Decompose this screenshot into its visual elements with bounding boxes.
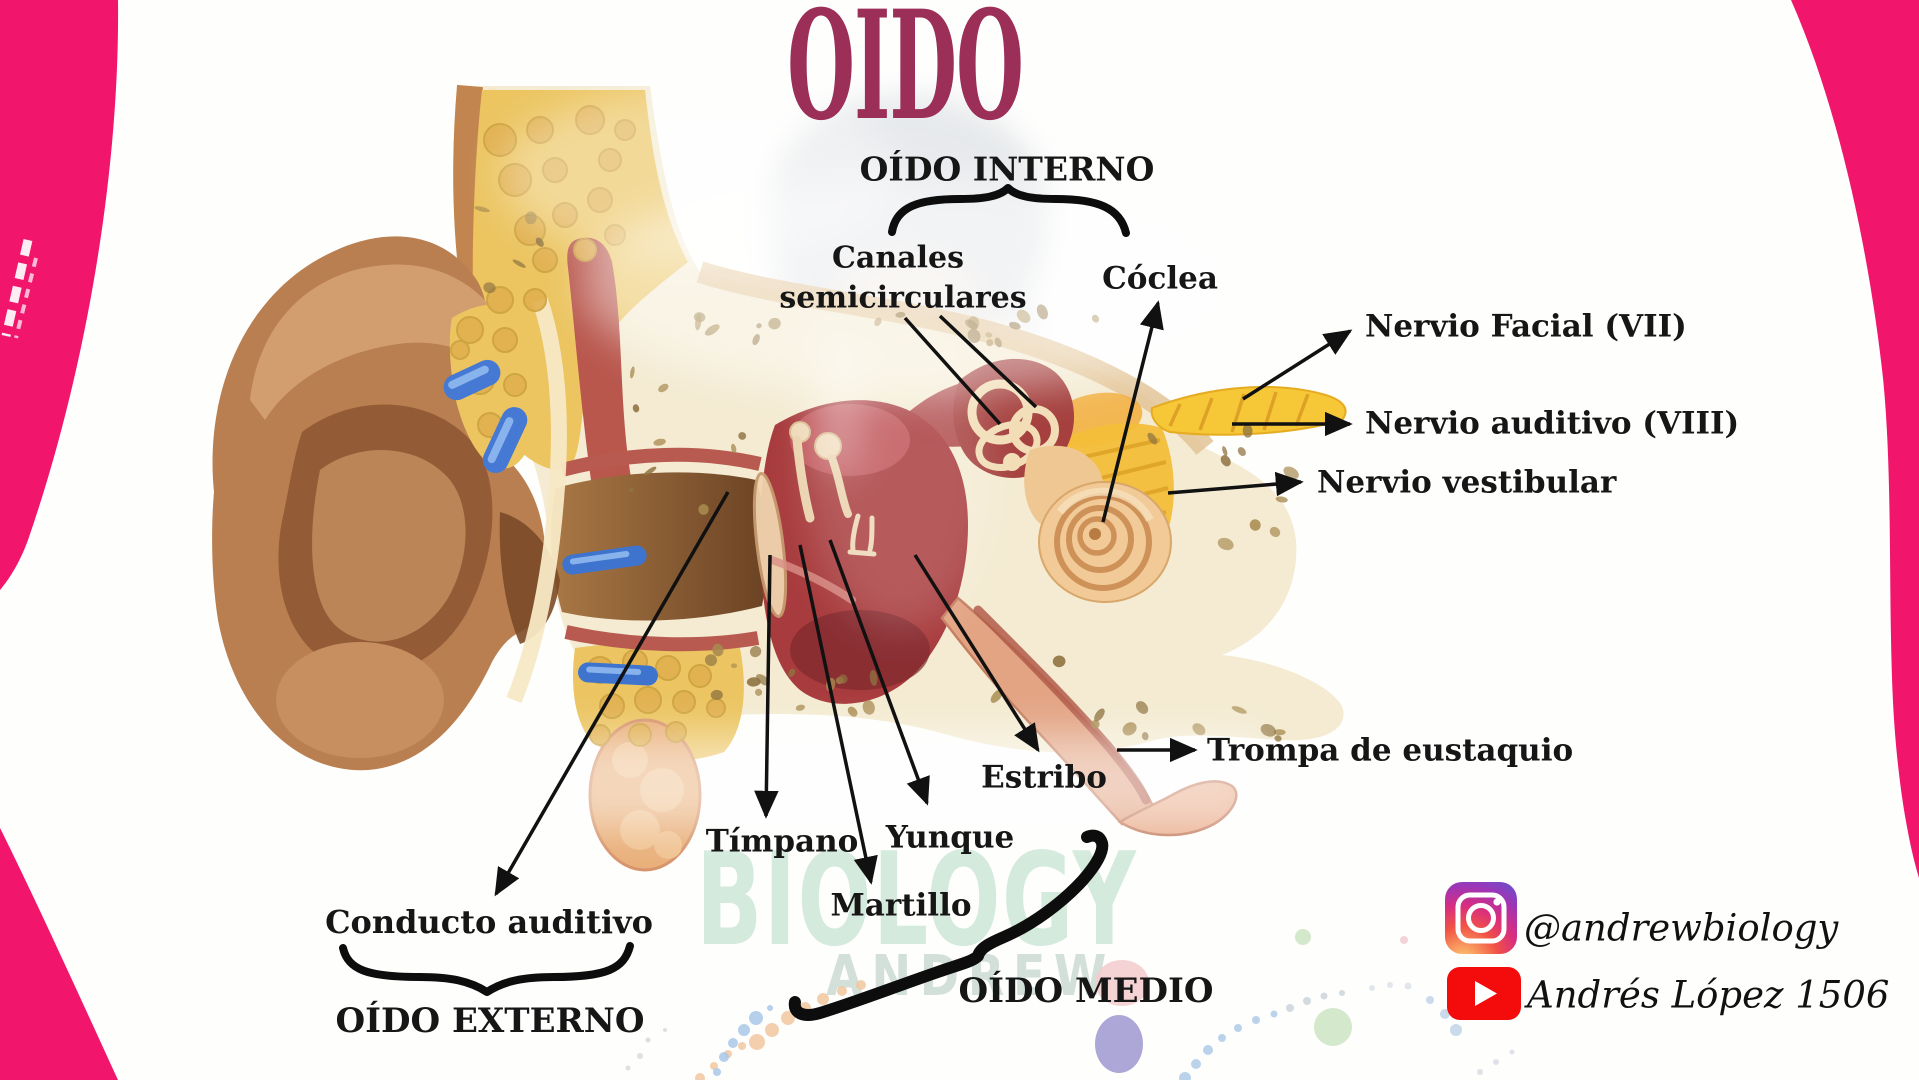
arrow-eardrum bbox=[754, 554, 779, 819]
arrow-vestibular-nerve bbox=[1167, 471, 1304, 497]
label-stapes: Estribo bbox=[981, 759, 1107, 796]
label-incus: Yunque bbox=[885, 819, 1015, 856]
outer-ear-pinna bbox=[212, 236, 567, 771]
instagram-handle: @andrewbiology bbox=[1524, 906, 1839, 950]
cochlea-spiral bbox=[1038, 481, 1172, 603]
poster-title: OÍDO bbox=[787, 0, 1024, 154]
label-cochlea: Cóclea bbox=[1102, 260, 1218, 297]
arrow-facial-nerve bbox=[1242, 329, 1353, 401]
line-semicircular-canals-b bbox=[938, 314, 1038, 409]
youtube-channel: Andrés López 1506 bbox=[1527, 973, 1890, 1017]
eardrum-membrane bbox=[752, 472, 788, 618]
label-eustachian-tube: Trompa de eustaquio bbox=[1207, 732, 1574, 769]
arrow-incus bbox=[828, 539, 930, 806]
chalk-scribble bbox=[1, 238, 38, 339]
label-auditory-nerve: Nervio auditivo (VIII) bbox=[1365, 405, 1740, 442]
label-eardrum: Tímpano bbox=[705, 823, 859, 860]
ear-canal bbox=[551, 447, 767, 652]
arrow-cochlea bbox=[1101, 300, 1164, 523]
line-semicircular-canals-a bbox=[903, 316, 1002, 426]
label-semicircular-canals-line2: semicirculares bbox=[779, 280, 1027, 316]
blood-vessels bbox=[443, 359, 658, 686]
label-semicircular-canals-line1: Canales bbox=[832, 240, 964, 276]
arrow-malleus bbox=[798, 544, 878, 885]
heading-inner-ear: OÍDO INTERNO bbox=[859, 149, 1155, 189]
brace-outer-ear bbox=[339, 942, 634, 996]
arrow-stapes bbox=[913, 554, 1040, 753]
brace-inner-ear bbox=[888, 184, 1130, 237]
heading-middle-ear: OÍDO MEDIO bbox=[958, 971, 1214, 1012]
heading-outer-ear: OÍDO EXTERNO bbox=[335, 1001, 645, 1042]
dna-dot-decorations bbox=[625, 888, 1515, 1080]
label-auditory-canal: Conducto auditivo bbox=[325, 903, 653, 942]
label-malleus: Martillo bbox=[830, 887, 972, 924]
arrow-auditory-canal bbox=[494, 491, 730, 897]
label-facial-nerve: Nervio Facial (VII) bbox=[1365, 308, 1687, 345]
brace-middle-ear bbox=[788, 829, 1109, 1021]
label-vestibular-nerve: Nervio vestibular bbox=[1317, 464, 1617, 501]
